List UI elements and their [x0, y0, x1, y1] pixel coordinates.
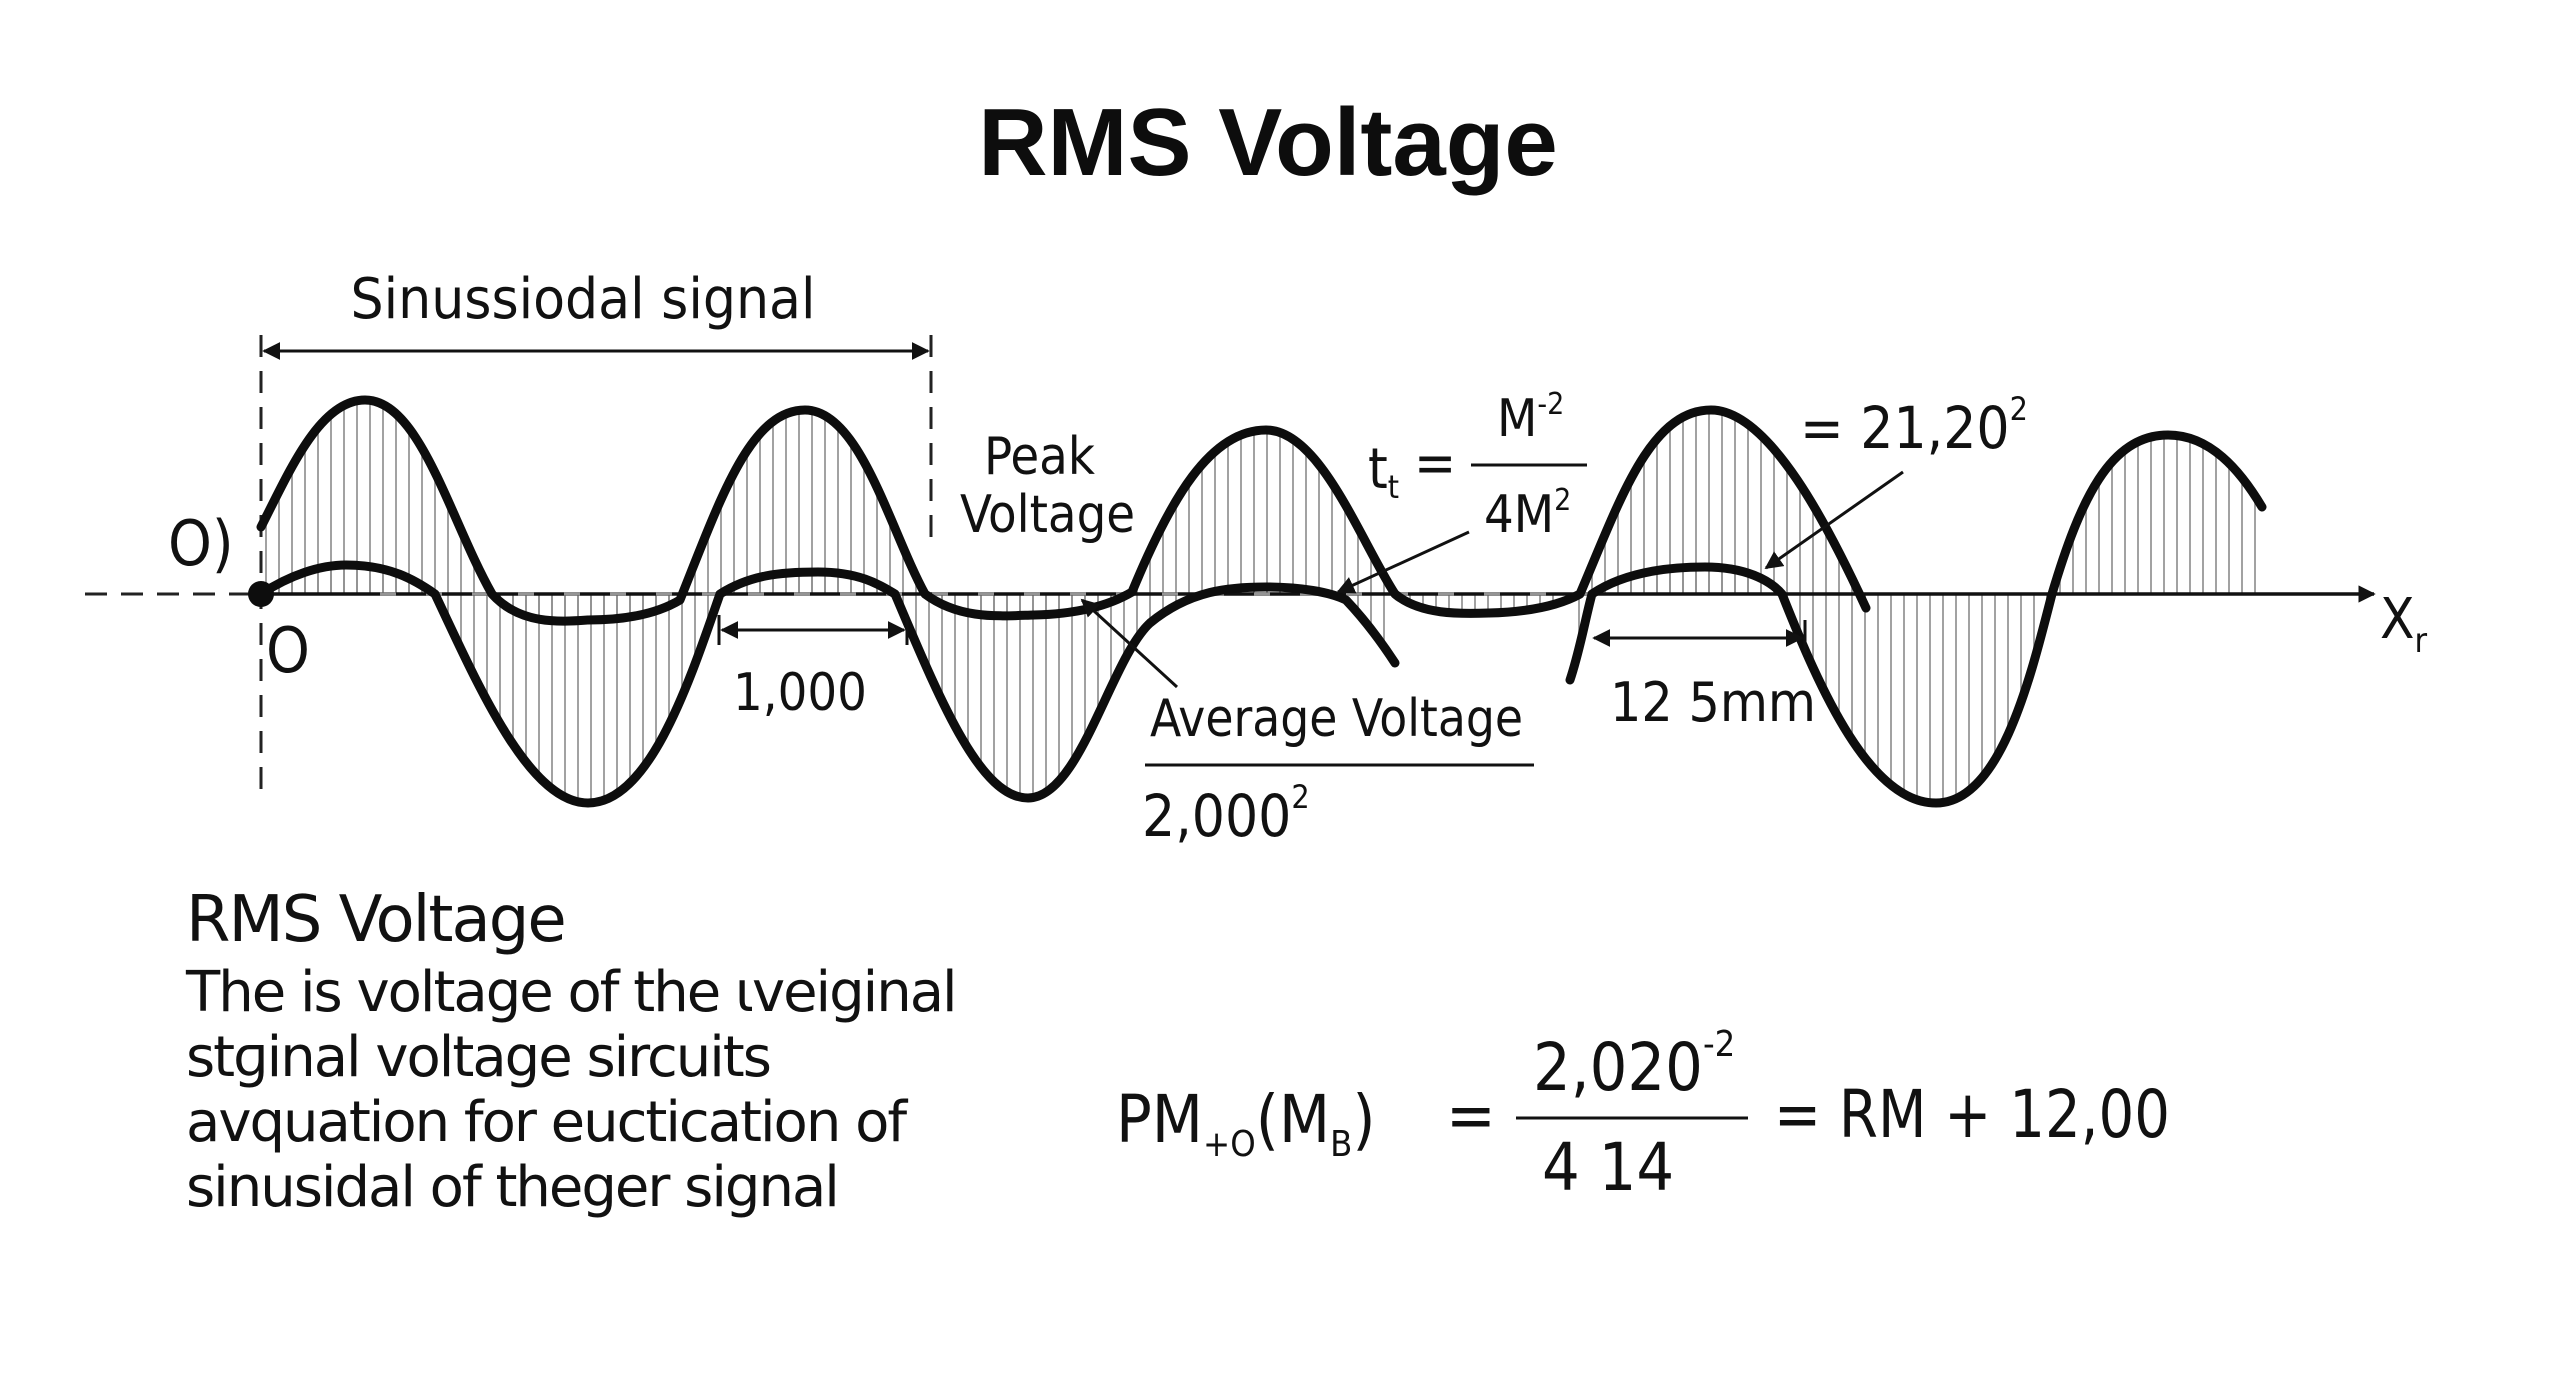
- formula-tt-equals: =: [1414, 431, 1456, 496]
- x-axis-subscript: r: [2415, 621, 2428, 661]
- right-curve-hatch: [1570, 435, 2262, 803]
- formula-tt-pointer: [1336, 530, 1470, 594]
- formula-tt-numerator: M-2: [1497, 387, 1564, 449]
- peak-label-line2: Voltage: [960, 485, 1135, 545]
- equation-lhs: PM+O(MB): [1116, 1081, 1376, 1165]
- description-line: avquation for euctication of: [186, 1090, 907, 1155]
- formula-tt-lhs: tt: [1368, 437, 1399, 506]
- average-voltage-curve: [256, 560, 1400, 808]
- description-line: sinusidal of theger signal: [186, 1155, 840, 1220]
- equation-equals-1: =: [1446, 1077, 1496, 1154]
- origin-point: [248, 581, 274, 607]
- interval-1-label: 1,000: [733, 663, 867, 723]
- interval-2-label: 12 5mm: [1610, 671, 1816, 734]
- upper-curve-hatch: [261, 400, 1866, 622]
- average-voltage-value: 2,0002: [1142, 778, 1310, 850]
- peak-label-line1: Peak: [984, 427, 1095, 487]
- equation-denominator: 4 14: [1542, 1129, 1674, 1206]
- description-block: RMS Voltage The is voltage of the ɩveigi…: [186, 880, 958, 1220]
- description-line: stɡinal voltage sircuits: [186, 1025, 772, 1090]
- x-axis-label: Xr: [2380, 587, 2428, 661]
- formula-tt-denominator: 4M2: [1484, 483, 1571, 545]
- page-title: RMS Voltage: [978, 89, 1558, 196]
- origin-top-label: O): [168, 507, 234, 580]
- equation-numerator: 2,020-2: [1533, 1024, 1735, 1106]
- description-line: The is voltage of the ɩveiginal: [186, 960, 958, 1025]
- span-label: Sinussiodal signal: [351, 267, 816, 332]
- description-heading: RMS Voltage: [186, 883, 567, 957]
- origin-label: O: [266, 614, 310, 687]
- average-voltage-label: Average Voltage: [1150, 689, 1523, 749]
- rms-voltage-curve: [1565, 430, 2267, 808]
- equation-rhs: = RM + 12,00: [1774, 1076, 2170, 1153]
- value-pointer: [1764, 470, 1904, 570]
- value-label: = 21,202: [1800, 390, 2028, 462]
- average-voltage-pointer: [1080, 598, 1179, 689]
- peak-voltage-curve: [256, 395, 1871, 626]
